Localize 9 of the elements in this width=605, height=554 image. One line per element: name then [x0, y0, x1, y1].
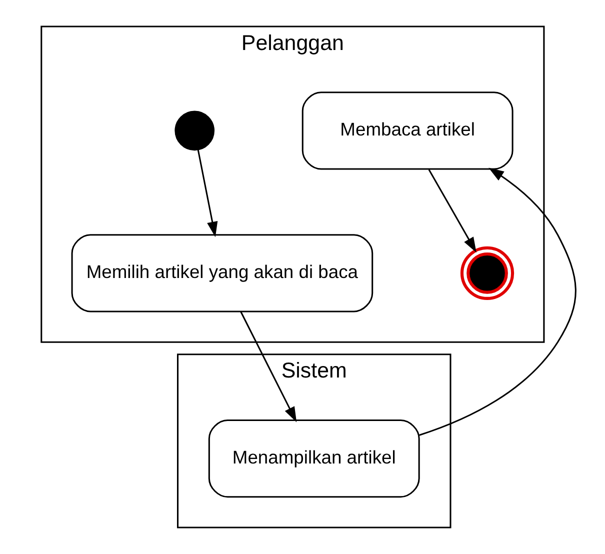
arrow — [240, 311, 297, 422]
node-circle — [174, 110, 215, 151]
node-box: Menampilkan artikel — [208, 420, 420, 498]
arrow — [197, 150, 218, 238]
arrow — [419, 168, 576, 436]
node-box: Membaca artikel — [302, 92, 514, 170]
arrow — [428, 169, 476, 253]
node-box: Memilih artikel yang akan di baca — [71, 234, 374, 312]
node-circle — [460, 246, 514, 300]
